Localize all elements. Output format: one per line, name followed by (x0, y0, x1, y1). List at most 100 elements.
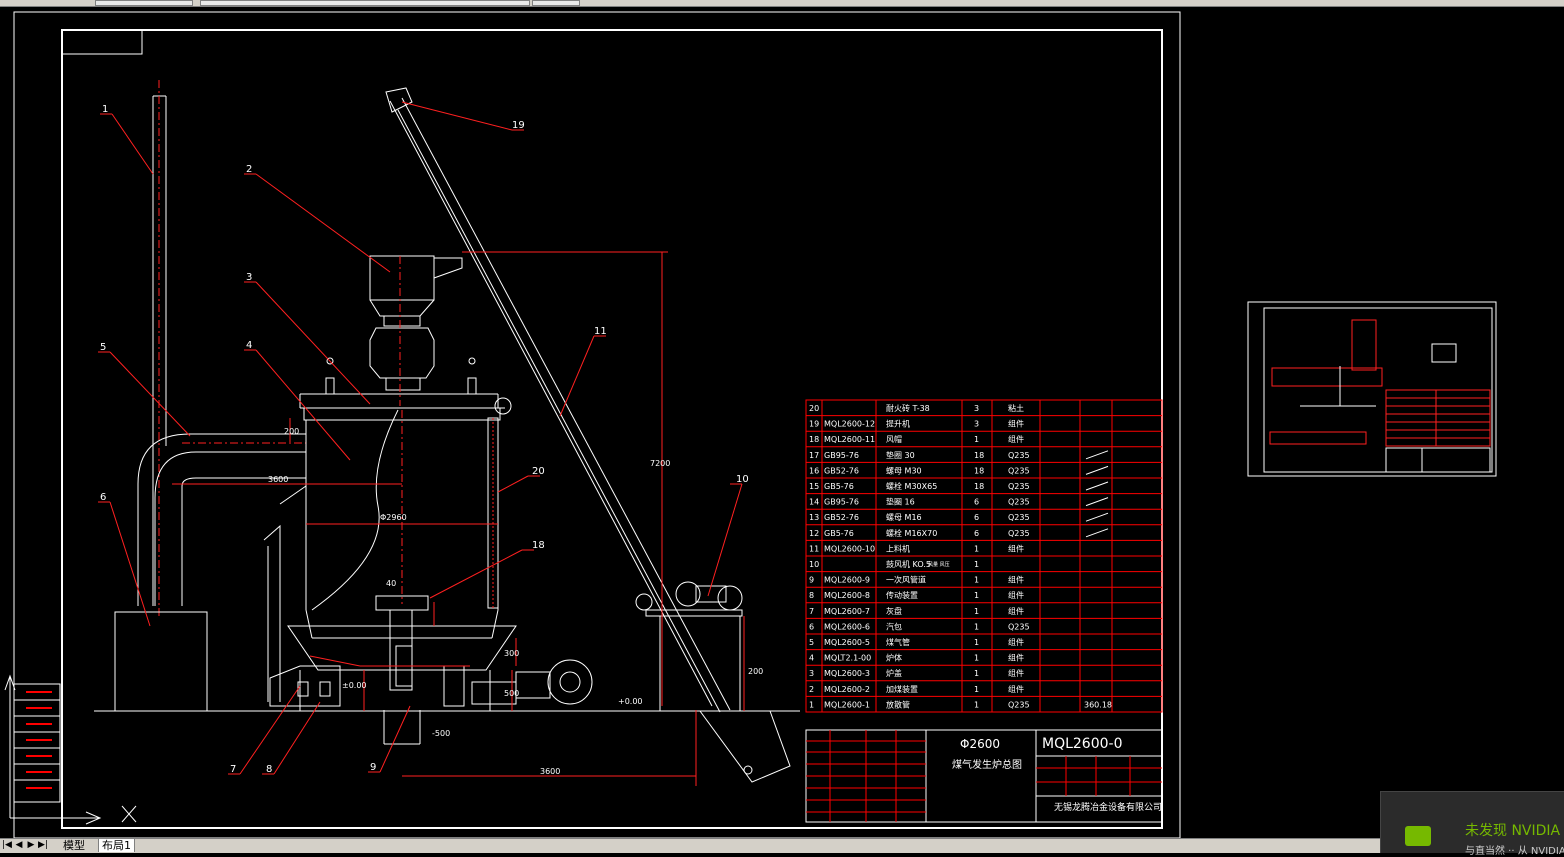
dim-total-height: 7200 (650, 459, 670, 468)
next-tab-icon[interactable]: ▶ (27, 840, 35, 850)
parts-cell-qty: 1 (974, 700, 979, 709)
first-tab-icon[interactable]: |◀ (2, 840, 12, 850)
parts-cell-mat: Q235 (1008, 498, 1030, 507)
parts-cell-code: MQL2600-1 (824, 700, 870, 709)
parts-cell-no: 11 (809, 544, 819, 553)
title-block-text: Φ2600 煤气发生炉总图 MQL2600-0 无锡龙腾冶金设备有限公司 (952, 736, 1162, 813)
parts-cell-code: MQL2600-7 (824, 607, 870, 616)
parts-cell-qty: 1 (974, 622, 979, 631)
parts-cell-qty: 1 (974, 576, 979, 585)
parts-cell-code: MQLT2.1-00 (824, 654, 871, 663)
parts-cell-no: 2 (809, 685, 814, 694)
product-size: Φ2600 (960, 737, 1000, 751)
parts-cell-no: 7 (809, 607, 814, 616)
tab-model[interactable]: 模型 (63, 839, 85, 852)
parts-cell-qty: 3 (974, 404, 979, 413)
parts-cell-name: 提升机 (886, 419, 910, 429)
nvidia-logo-icon (1405, 826, 1431, 846)
parts-cell-code: MQL2600-11 (824, 435, 875, 444)
parts-cell-mat: Q235 (1008, 622, 1030, 631)
parts-cell-code: MQL2600-6 (824, 622, 870, 631)
parts-cell-qty: 6 (974, 513, 979, 522)
dim-drive-height: 200 (748, 667, 763, 676)
notification-subtitle: 与直当然 ·· 从 NVIDIA (1465, 846, 1564, 857)
title-block (805, 729, 1163, 823)
nvidia-notification[interactable]: 未发现 NVIDIA 与直当然 ·· 从 NVIDIA (1380, 791, 1564, 857)
dimension-labels: Φ2960 3600 3600 200 +0.00 -500 ±0.00 40 … (268, 427, 763, 776)
parts-cell-mat: 粘土 (1008, 403, 1024, 413)
parts-cell-code: GB5-76 (824, 529, 854, 538)
dim-stack-offset: 3600 (268, 475, 288, 484)
parts-cell-code: GB95-76 (824, 451, 859, 460)
parts-cell-no: 18 (809, 435, 819, 444)
parts-cell-no: 5 (809, 638, 814, 647)
parts-cell-name: 汽包 (886, 621, 902, 631)
parts-cell-no: 14 (809, 498, 819, 507)
parts-cell-name: 螺母 M30 (886, 465, 922, 475)
dim-duct-height: 500 (504, 689, 519, 698)
parts-cell-mat: 组件 (1008, 543, 1024, 553)
parts-cell-name: 上料机 (886, 543, 910, 553)
parts-cell-code: GB52-76 (824, 466, 859, 475)
parts-cell-mat: 组件 (1008, 590, 1024, 600)
dim-floor-level: ±0.00 (342, 681, 367, 690)
parts-cell-no: 6 (809, 622, 814, 631)
thumbnail-viewport (1247, 301, 1497, 477)
top-toolbar (0, 0, 1564, 7)
parts-cell-name: 炉盖 (886, 668, 902, 678)
parts-cell-mat: Q235 (1008, 700, 1030, 709)
drawing-name: 煤气发生炉总图 (952, 758, 1022, 771)
parts-cell-qty: 6 (974, 529, 979, 538)
toolbar-combo[interactable] (200, 0, 530, 6)
parts-cell-no: 15 (809, 482, 819, 491)
parts-cell-mat: Q235 (1008, 482, 1030, 491)
parts-cell-code: GB95-76 (824, 498, 859, 507)
parts-cell-name: 耐火砖 T-38 (886, 403, 930, 413)
parts-cell-mat: 组件 (1008, 434, 1024, 444)
parts-cell-qty: 1 (974, 685, 979, 694)
balloon-6: 6 (100, 492, 106, 503)
parts-cell-name: 螺栓 M30X65 (886, 481, 937, 491)
drawing-canvas[interactable]: 1 2 3 4 5 6 7 8 9 10 11 18 19 20 Φ2960 3… (0, 6, 1564, 838)
parts-cell-code: MQL2600-8 (824, 591, 870, 600)
parts-cell-qty: 1 (974, 544, 979, 553)
balloon-11: 11 (594, 326, 607, 337)
parts-cell-code: MQL2600-12 (824, 420, 875, 429)
parts-cell-qty: 6 (974, 498, 979, 507)
toolbar-combo[interactable] (532, 0, 580, 6)
parts-cell-qty: 18 (974, 482, 984, 491)
balloon-9: 9 (370, 762, 376, 773)
parts-cell-code: MQL2600-5 (824, 638, 870, 647)
tab-layout1[interactable]: 布局1 (98, 839, 135, 852)
balloon-20: 20 (532, 466, 545, 477)
parts-cell-no: 4 (809, 654, 814, 663)
parts-cell-no: 12 (809, 529, 819, 538)
balloon-labels: 1 2 3 4 5 6 7 8 9 10 11 18 19 20 (100, 104, 749, 775)
parts-cell-qty: 1 (974, 607, 979, 616)
parts-cell-code: MQL2600-10 (824, 544, 875, 553)
balloon-8: 8 (266, 764, 272, 775)
drawing-number: MQL2600-0 (1042, 736, 1123, 752)
prev-tab-icon[interactable]: ◀ (15, 840, 23, 850)
parts-cell-mat: 组件 (1008, 637, 1024, 647)
fan-note: 风量 风压 (928, 561, 950, 568)
parts-cell-name: 一次风管道 (886, 575, 926, 585)
corner-box (61, 29, 143, 55)
parts-cell-name: 煤气管 (886, 637, 910, 647)
drawing-frame (61, 29, 1163, 829)
parts-cell-name: 炉体 (886, 653, 902, 663)
main-drawing (94, 80, 800, 786)
parts-cell-mat: 组件 (1008, 419, 1024, 429)
parts-cell-name: 螺栓 M16X70 (886, 528, 937, 538)
parts-cell-qty: 1 (974, 638, 979, 647)
total-weight: 360.18 (1084, 700, 1112, 709)
last-tab-icon[interactable]: ▶| (38, 840, 48, 850)
balloon-1: 1 (102, 104, 108, 115)
ucs-icon (4, 674, 137, 825)
parts-cell-name: 灰盘 (886, 606, 902, 616)
parts-cell-no: 9 (809, 576, 814, 585)
parts-cell-qty: 3 (974, 420, 979, 429)
toolbar-combo[interactable] (95, 0, 193, 6)
parts-cell-code: MQL2600-9 (824, 576, 870, 585)
